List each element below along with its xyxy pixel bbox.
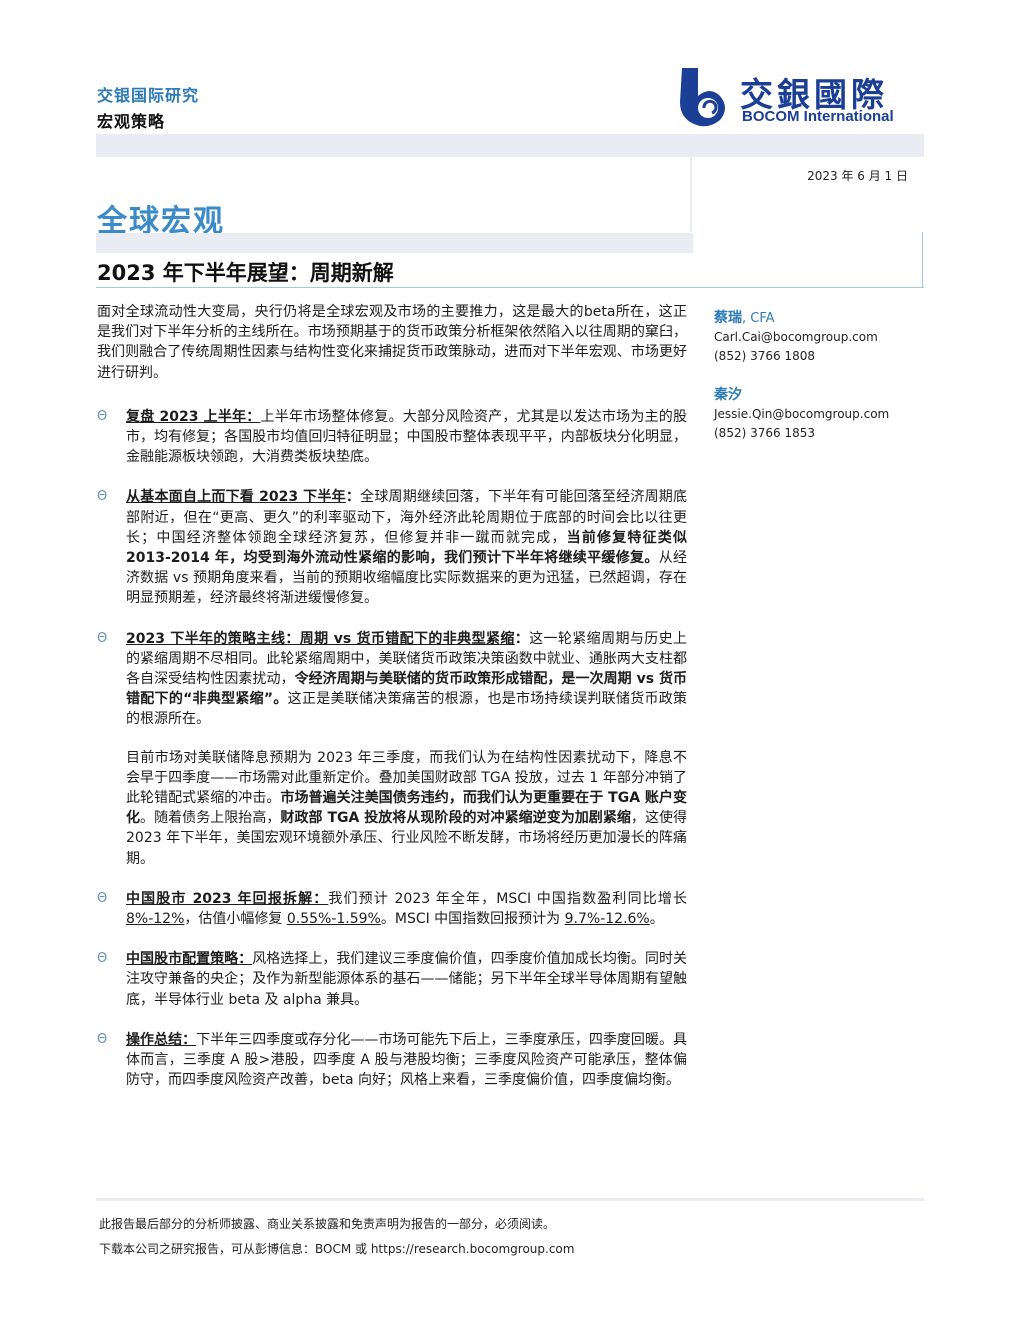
valuation-range: 0.55%-1.59% (286, 911, 381, 928)
bullet-allocation-strategy: Θ 中国股市配置策略：风格选择上，我们建议三季度偏价值，四季度价值加成长均衡。同… (97, 949, 687, 1010)
bullet-marker: Θ (97, 408, 108, 424)
bullet-return-decomposition: Θ 中国股市 2023 年回报拆解：我们预计 2023 年全年，MSCI 中国指… (97, 889, 687, 929)
title-rule (96, 287, 924, 288)
bullet-summary: Θ 操作总结：下半年三四季度或存分化——市场可能先下后上，三季度承压，四季度回暖… (97, 1030, 687, 1091)
bullet-marker: Θ (97, 630, 108, 646)
bullet-text: 。 (649, 911, 664, 928)
paragraph-text: 目前市场对美联储降息预期为 2023 年三季度，而我们认为在结构性因素扰动下，降… (126, 749, 687, 807)
paragraph-emphasis: 市场普遍关注美国债务违约，而我们认为更重要在于 TGA 账户变化 (126, 790, 688, 827)
bullet-colon: ： (345, 489, 361, 506)
bullet-text: 全球周期继续回落，下半年有可能回落至经济周期底部附近，但在“更高、更久”的利率驱… (126, 489, 688, 546)
bullet-marker: Θ (97, 890, 108, 906)
bullet-text: 上半年市场整体修复。大部分风险资产，尤其是以发达市场为主的股市，均有修复；各国股… (126, 408, 688, 466)
bullet-text: 。MSCI 中国指数回报预计为 (380, 911, 565, 928)
report-category: 宏观策略 (97, 112, 166, 131)
bullet-marker: Θ (97, 1031, 108, 1047)
bullet-strategy-theme: Θ 2023 下半年的策略主线：周期 vs 货币错配下的非典型紧缩：这一轮紧缩周… (97, 629, 687, 730)
intro-paragraph: 面对全球流动性大变局，央行仍将是全球宏观及市场的主要推力，这是最大的beta所在… (97, 304, 687, 381)
bullet-fundamentals: Θ 从基本面自上而下看 2023 下半年：全球周期继续回落，下半年有可能回落至经… (97, 487, 687, 608)
bullet-marker: Θ (97, 951, 108, 967)
analyst-name: 蔡瑞 (714, 310, 742, 326)
bullet-text: 风格选择上，我们建议三季度偏价值，四季度价值加成长均衡。同时关注攻守兼备的央企；… (126, 951, 688, 1008)
analyst-email[interactable]: Jessie.Qin@bocomgroup.com (714, 407, 890, 421)
bullet-text: 下半年三四季度或存分化——市场可能先下后上，三季度承压，四季度回暖。具体而言，三… (126, 1031, 688, 1089)
bullet-emphasis: 当前修复特征类似 2013-2014 年，均受到海外流动性紧缩的影响，我们预计下… (126, 529, 688, 567)
header-divider (690, 157, 692, 232)
analyst-email[interactable]: Carl.Cai@bocomgroup.com (714, 330, 878, 344)
paragraph-text: 。随着债务上限抬高， (140, 810, 281, 827)
bullet-emphasis: 令经济周期与美联储的货币政策形成错配，是一次周期 vs 货币错配下的“非典型紧缩… (126, 671, 688, 708)
paragraph-text: ，这使得 2023 年下半年，美国宏观环境额外承压、行业风险不断发酵，市场将经历… (126, 810, 688, 867)
bullet-h1-review: Θ 复盘 2023 上半年：上半年市场整体修复。大部分风险资产，尤其是以发达市场… (97, 407, 687, 468)
bullet-heading: 中国股市 2023 年回报拆解： (126, 890, 329, 907)
bullet-text: 这一轮紧缩周期与历史上的紧缩周期不尽相同。此轮紧缩周期中，美联储货币政策决策函数… (126, 630, 688, 688)
bullet-marker: Θ (97, 489, 108, 505)
analyst-card: 蔡瑞, CFA Carl.Cai@bocomgroup.com (852) 37… (714, 309, 924, 366)
analyst-card: 秦汐 Jessie.Qin@bocomgroup.com (852) 3766 … (714, 386, 924, 443)
download-note[interactable]: 下载本公司之研究报告，可从彭博信息：BOCM 或 https://researc… (99, 1242, 575, 1256)
footer-rule (96, 1198, 924, 1201)
fed-expectation-paragraph: 目前市场对美联储降息预期为 2023 年三季度，而我们认为在结构性因素扰动下，降… (97, 748, 687, 869)
analyst-credential: , CFA (742, 311, 775, 326)
report-body: 面对全球流动性大变局，央行仍将是全球宏观及市场的主要推力，这是最大的beta所在… (97, 302, 687, 1111)
bullet-heading: 操作总结： (126, 1031, 197, 1048)
title-band (96, 233, 693, 253)
report-date: 2023 年 6 月 1 日 (807, 169, 908, 183)
analyst-name: 秦汐 (714, 387, 742, 403)
bullet-heading: 复盘 2023 上半年： (126, 408, 261, 425)
analyst-phone: (852) 3766 1808 (714, 349, 815, 363)
bullet-heading: 中国股市配置策略： (126, 951, 253, 968)
bullet-text: 这正是美联储决策痛苦的根源，也是市场持续误判联储货币政策的根源所在。 (126, 691, 688, 728)
bullet-text: 从经济数据 vs 预期角度来看，当前的预期收缩幅度比实际数据来的更为迅猛，已然超… (126, 550, 688, 607)
bullet-heading: 2023 下半年的策略主线：周期 vs 货币错配下的非典型紧缩 (126, 630, 515, 647)
bullet-text: ，估值小幅修复 (184, 911, 287, 928)
bullet-colon: ： (514, 630, 530, 647)
bullet-heading: 从基本面自上而下看 2023 下半年 (126, 489, 346, 506)
logo-text-cn: 交銀國際 (740, 75, 888, 114)
disclaimer-note: 此报告最后部分的分析师披露、商业关系披露和免责声明为报告的一部分，必须阅读。 (99, 1217, 556, 1231)
page-title: 2023 年下半年展望：周期新解 (97, 261, 394, 285)
earnings-growth-range: 8%-12% (126, 911, 185, 928)
logo-text-en: BOCOM International (742, 108, 894, 125)
brand-name: 交银国际研究 (97, 86, 200, 105)
bocom-logo-icon (680, 68, 725, 127)
return-range: 9.7%-12.6% (564, 911, 650, 928)
header-band (96, 134, 924, 157)
title-rule-right (922, 232, 923, 288)
bocom-logo: 交銀國際 BOCOM International (668, 62, 928, 132)
bullet-text: 我们预计 2023 年全年，MSCI 中国指数盈利同比增长 (328, 890, 687, 907)
analyst-phone: (852) 3766 1853 (714, 426, 815, 440)
paragraph-emphasis: 财政部 TGA 投放将从现阶段的对冲紧缩逆变为加剧紧缩 (280, 810, 631, 827)
